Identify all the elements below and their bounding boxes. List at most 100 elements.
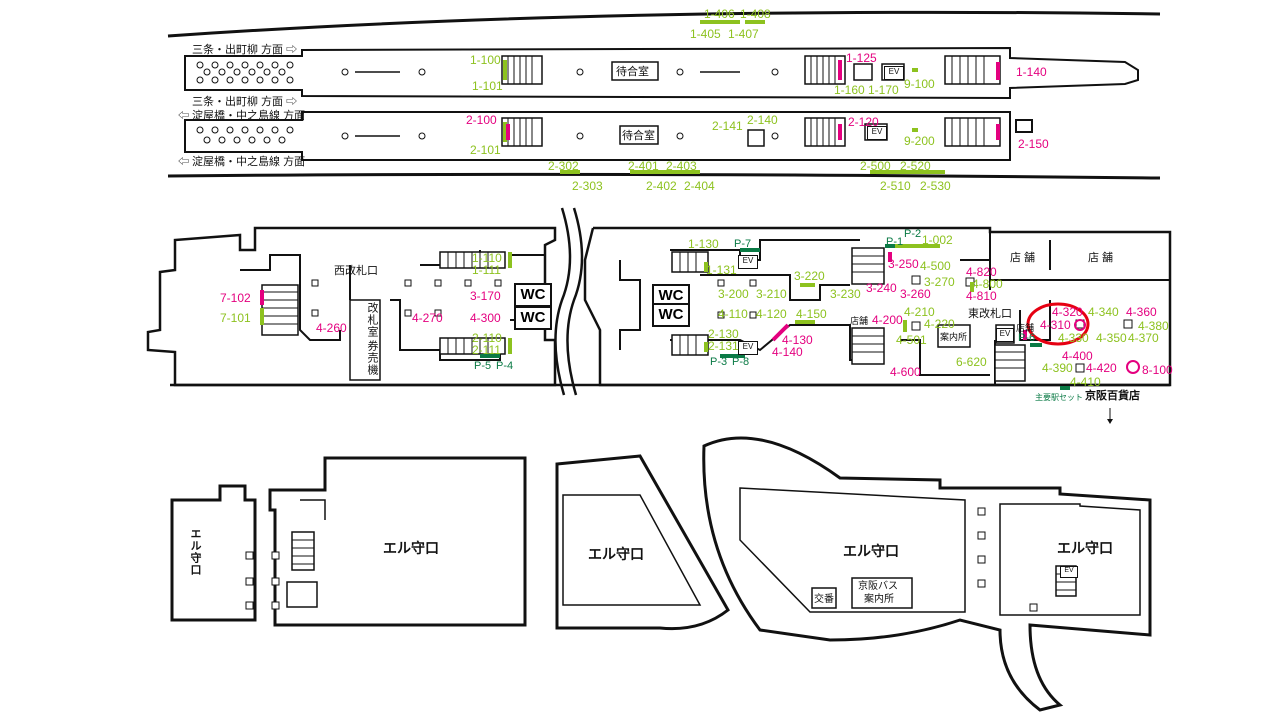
- elevator-icon: EV: [738, 341, 758, 355]
- marker-label: 1-002: [922, 233, 953, 247]
- marker-label: 2-500: [860, 159, 891, 173]
- marker-label: 4-370: [1128, 331, 1159, 345]
- elevator-icon: EV: [884, 66, 904, 80]
- marker-label: 4-260: [316, 321, 347, 335]
- building-label: エル守口: [189, 528, 201, 576]
- marker-label: 9-100: [904, 77, 935, 91]
- marker-label: 4-200: [872, 313, 903, 327]
- marker-label: 2-110: [472, 331, 502, 345]
- marker-label: 4-800: [972, 277, 1003, 291]
- marker-label: P-1: [886, 236, 904, 248]
- marker-label: 4-340: [1088, 305, 1119, 319]
- marker-label: 2-303: [572, 179, 603, 193]
- building-label: エル守口: [383, 540, 439, 556]
- marker-label: 1-407: [728, 27, 759, 41]
- marker-label: 6-620: [956, 355, 987, 369]
- direction-label: ⇦ 淀屋橋・中之島線 方面: [178, 156, 306, 168]
- marker-label: 1-406: [704, 7, 735, 21]
- waiting-room-label: 待合室: [616, 66, 649, 78]
- shop-label: 店舗: [1016, 323, 1035, 333]
- direction-label: 三条・出町柳 方面 ⇨: [192, 96, 298, 108]
- marker-label: 4-150: [796, 307, 827, 321]
- marker-label: 3-270: [924, 275, 955, 289]
- marker-label: 1-101: [472, 79, 503, 93]
- marker-label: 1-111: [472, 263, 501, 277]
- marker-label: 7-102: [220, 291, 251, 305]
- marker-label: 8-100: [1142, 363, 1173, 377]
- marker-label: 2-302: [548, 159, 579, 173]
- marker-label: 2-111: [472, 343, 501, 357]
- marker-label: 3-200: [718, 287, 749, 301]
- marker-label: 4-130: [782, 333, 813, 347]
- marker-label: 1-140: [1016, 65, 1047, 79]
- marker-label: 4-110: [718, 307, 748, 321]
- marker-label: 2-520: [900, 159, 931, 173]
- highlighted-marker-label: 4-310: [1040, 318, 1071, 332]
- marker-label: 3-230: [830, 287, 861, 301]
- marker-label: 4-300: [470, 311, 501, 325]
- marker-label: 1-130: [688, 237, 719, 251]
- marker-label: 3-240: [866, 281, 897, 295]
- marker-label: 1-160: [834, 83, 865, 97]
- marker-label: P-5: [474, 360, 492, 372]
- marker-label: 1-100: [470, 53, 501, 67]
- wc-sign: WC: [652, 303, 690, 327]
- elevator-icon: EV: [867, 126, 887, 140]
- shop-label: 店 舗: [1088, 252, 1114, 264]
- marker-label: 2-402: [646, 179, 677, 193]
- marker-label: 4-420: [1086, 361, 1117, 375]
- marker-label: P-2: [904, 228, 922, 240]
- marker-label: P-4: [496, 360, 514, 372]
- marker-label: 2-530: [920, 179, 951, 193]
- ticket-machine-label: 券売機: [366, 340, 378, 376]
- marker-label: 4-410: [1070, 375, 1101, 389]
- marker-label: 4-820: [966, 265, 997, 279]
- wc-sign: WC: [514, 283, 552, 307]
- marker-label: 3-220: [794, 269, 825, 283]
- marker-label: 9-200: [904, 134, 935, 148]
- info-label: 案内所: [940, 332, 968, 342]
- direction-label: 三条・出町柳 方面 ⇨: [192, 44, 298, 56]
- marker-label: 2-404: [684, 179, 715, 193]
- building-label: エル守口: [588, 546, 644, 562]
- marker-label: 4-501: [896, 333, 927, 347]
- main-set-label: 主要駅セット: [1035, 393, 1083, 402]
- waiting-room-label: 待合室: [622, 130, 655, 142]
- wc-sign: WC: [514, 306, 552, 330]
- elevator-icon: EV: [996, 328, 1014, 342]
- marker-label: 2-131: [708, 339, 739, 353]
- marker-label: 3-250: [888, 257, 919, 271]
- marker-label: P-8: [732, 356, 750, 368]
- marker-label: P-7: [734, 238, 752, 250]
- marker-label: 1-408: [740, 7, 771, 21]
- marker-label: 1-170: [868, 83, 899, 97]
- bus-info-label: 京阪バス: [858, 581, 898, 592]
- elevator-icon: EV: [1060, 566, 1078, 578]
- marker-label: 1-110: [472, 251, 502, 265]
- marker-label: 1-405: [690, 27, 721, 41]
- marker-label: 4-600: [890, 365, 921, 379]
- marker-label: 4-140: [772, 345, 803, 359]
- marker-label: 2-140: [747, 113, 778, 127]
- marker-label: 4-210: [904, 305, 935, 319]
- marker-label: 4-360: [1126, 305, 1157, 319]
- marker-label: P-3: [710, 356, 728, 368]
- marker-label: 2-150: [1018, 137, 1049, 151]
- marker-label: 2-130: [708, 327, 739, 341]
- marker-label: 4-330: [1058, 331, 1089, 345]
- marker-label: 2-403: [666, 159, 697, 173]
- marker-label: 2-510: [880, 179, 911, 193]
- shop-label: 店 舗: [1010, 252, 1036, 264]
- marker-label: 3-210: [756, 287, 787, 301]
- marker-label: 4-400: [1062, 349, 1093, 363]
- marker-label: 4-390: [1042, 361, 1073, 375]
- marker-label: 4-810: [966, 289, 997, 303]
- marker-label: 4-380: [1138, 319, 1169, 333]
- marker-label: 4-500: [920, 259, 951, 273]
- building-label: エル守口: [1057, 540, 1113, 556]
- marker-label: 4-320: [1052, 305, 1083, 319]
- marker-label: 2-120: [848, 115, 879, 129]
- marker-label: 4-220: [924, 317, 955, 331]
- marker-label: 1-125: [846, 51, 877, 65]
